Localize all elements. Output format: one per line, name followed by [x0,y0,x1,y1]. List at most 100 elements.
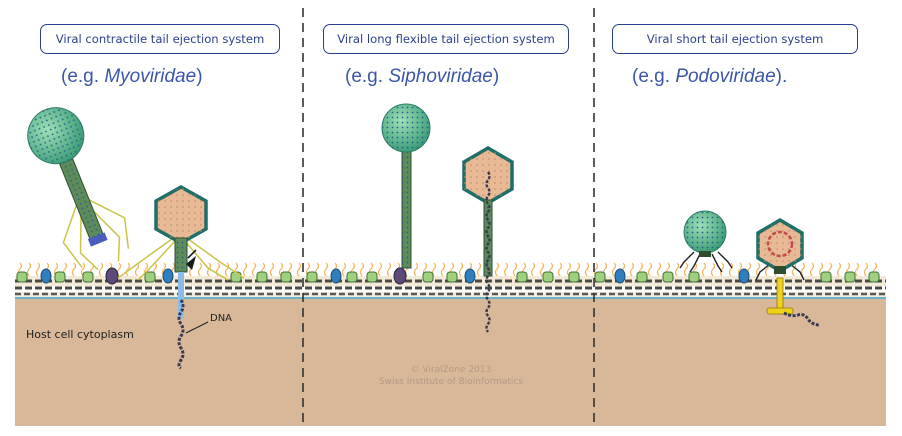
porin-protein [82,271,94,283]
viralzone-credit: © ViralZone 2013 Swiss Institute of Bioi… [356,364,546,388]
lps-strand [341,262,347,277]
porin-protein [422,271,434,283]
porin-protein [688,271,700,283]
lps-strand [458,262,464,277]
lps-strand [809,262,815,277]
lps-strand [224,262,230,277]
lps-strand [611,262,617,277]
lps-strand [413,262,419,277]
lps-strand [80,262,86,277]
lps-strand [134,262,140,277]
porin-protein [594,271,606,283]
lps-strand [197,262,203,277]
title-long-flexible-tail: Viral long flexible tail ejection system [323,24,569,54]
lps-strand [557,262,563,277]
podovirus-free-phage [679,210,733,273]
myovirus-free-phage [27,107,130,271]
lps-strand [359,262,365,277]
lps-strand [26,262,32,277]
lps-strand [566,262,572,277]
lps-strand [251,262,257,277]
lps-strand [386,262,392,277]
porin-protein [446,271,458,283]
lps-strand [269,262,275,277]
porin-protein [868,271,880,283]
title-short-tail: Viral short tail ejection system [612,24,858,54]
lps-strand [476,262,482,277]
porin-protein [662,271,674,283]
lps-strand [755,262,761,277]
porin-protein [568,271,580,283]
porin-protein [280,271,292,283]
porin-protein [306,271,318,283]
membrane-proteins [16,267,880,285]
porin-protein [636,271,648,283]
receptor-protein [162,268,174,284]
lps-strand [278,262,284,277]
lps-strand [584,262,590,277]
myovirus-attached-phage [117,184,245,318]
lps-strand [800,262,806,277]
lps-strand [719,262,725,277]
lps-strand [701,262,707,277]
lps-strand [98,262,104,277]
dna-label: DNA [210,313,233,324]
receptor-protein [330,268,342,284]
siphovirus-free-phage [381,103,431,269]
lps-strand [125,262,131,277]
lps-strand [530,262,536,277]
example-siphoviridae: (e.g. Siphoviridae) [345,66,500,87]
lps-strand [863,262,869,277]
credit-line-2: Swiss Institute of Bioinformatics [378,377,524,387]
host-cytoplasm-label: Host cell cytoplasm [26,328,134,341]
lps-strand [539,262,545,277]
lps-strand [656,262,662,277]
lps-strand [854,262,860,277]
lps-strand [683,262,689,277]
porin-protein [516,271,528,283]
myovirus-ejected-dna [177,299,185,370]
lps-strand [242,262,248,277]
receptor-protein [738,268,750,284]
lps-strand [674,262,680,277]
lps-strand [323,262,329,277]
host-cytoplasm [15,298,886,426]
credit-line-1: © ViralZone 2013 [410,365,492,375]
podovirus-attached-phage [755,217,821,327]
lps-strand [791,262,797,277]
title-contractile-tail: Viral contractile tail ejection system [40,24,280,54]
lps-strand [710,262,716,277]
porin-protein [144,271,156,283]
lps-strand [629,262,635,277]
lps-strand [728,262,734,277]
receptor-protein [40,268,52,284]
transmembrane-protein [105,267,119,285]
example-podoviridae: (e.g. Podoviridae). [632,66,788,87]
transmembrane-protein [393,267,407,285]
lps-strand [647,262,653,277]
porin-protein [820,271,832,283]
lps-strand [296,262,302,277]
example-myoviridae: (e.g. Myoviridae) [61,66,203,87]
receptor-protein [614,268,626,284]
porin-protein [542,271,554,283]
lps-strand [818,262,824,277]
lps-strand [35,262,41,277]
lps-strand [512,262,518,277]
lps-strand [377,262,383,277]
porin-protein [844,271,856,283]
porin-protein [366,271,378,283]
lps-strand [71,262,77,277]
lps-strand [836,262,842,277]
lps-strand [440,262,446,277]
dna-label-pointer [185,321,209,334]
lps-strand [494,262,500,277]
siphovirus-attached-phage [462,145,514,333]
lps-strand [503,262,509,277]
porin-protein [346,271,358,283]
porin-protein [16,271,28,283]
porin-protein [256,271,268,283]
receptor-protein [464,268,476,284]
porin-protein [54,271,66,283]
